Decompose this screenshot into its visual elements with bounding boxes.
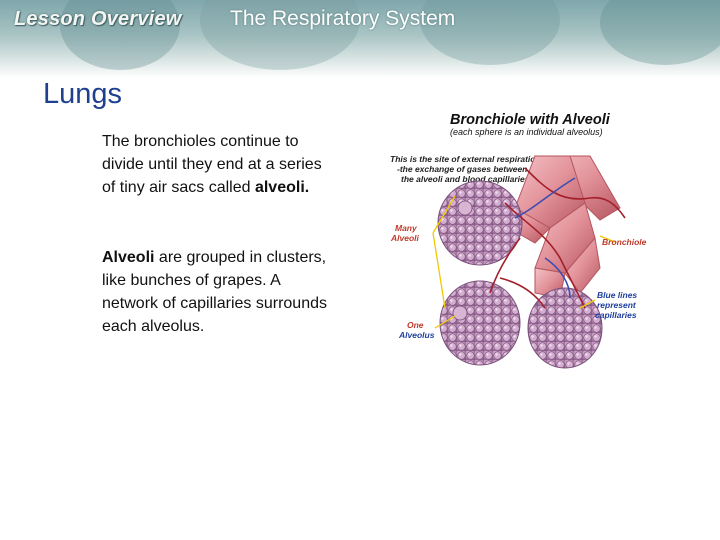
label-many-alveoli: Many	[395, 223, 418, 233]
slide-heading: Lungs	[43, 78, 123, 110]
bronchiole-figure: Bronchiole with Alveoli (each sphere is …	[390, 112, 647, 369]
paragraph-bold-term: Alveoli	[102, 249, 155, 266]
label-one-alveolus: Alveolus	[398, 330, 435, 340]
figure-subtitle: (each sphere is an individual alveolus)	[450, 127, 603, 137]
paragraph-text: The bronchioles continue to divide until…	[102, 133, 322, 196]
alveoli-cluster-upper	[437, 180, 523, 266]
alveoli-cluster-right	[527, 287, 603, 369]
label-blue-lines: Blue lines	[597, 290, 637, 300]
paragraph-alveoli: Alveoli are grouped in clusters, like bu…	[102, 246, 327, 338]
paragraph-bronchioles: The bronchioles continue to divide until…	[102, 130, 327, 199]
figure-title: Bronchiole with Alveoli	[450, 112, 611, 128]
figure-note-line: the alveoli and blood capillaries	[401, 174, 530, 184]
label-one-alveolus: One	[407, 320, 424, 330]
paragraph-bold-term: alveoli.	[254, 179, 310, 196]
label-many-alveoli: Alveoli	[390, 233, 420, 243]
header-band: Lesson Overview The Respiratory System	[0, 0, 720, 78]
label-blue-lines: represent	[597, 300, 637, 310]
alveoli-cluster-left	[439, 280, 521, 366]
capillary-network	[489, 167, 626, 309]
paragraph-text: are grouped in clusters, like bunches of…	[102, 249, 327, 335]
label-bronchiole: Bronchiole	[602, 237, 647, 247]
label-blue-lines: capillaries	[595, 310, 637, 320]
figure-note-line: This is the site of external respiration	[390, 154, 541, 164]
figure-note-line: -the exchange of gases between	[397, 164, 527, 174]
lesson-label: Lesson Overview	[14, 8, 182, 30]
leader-lines	[432, 195, 616, 329]
topic-title: The Respiratory System	[230, 7, 456, 30]
